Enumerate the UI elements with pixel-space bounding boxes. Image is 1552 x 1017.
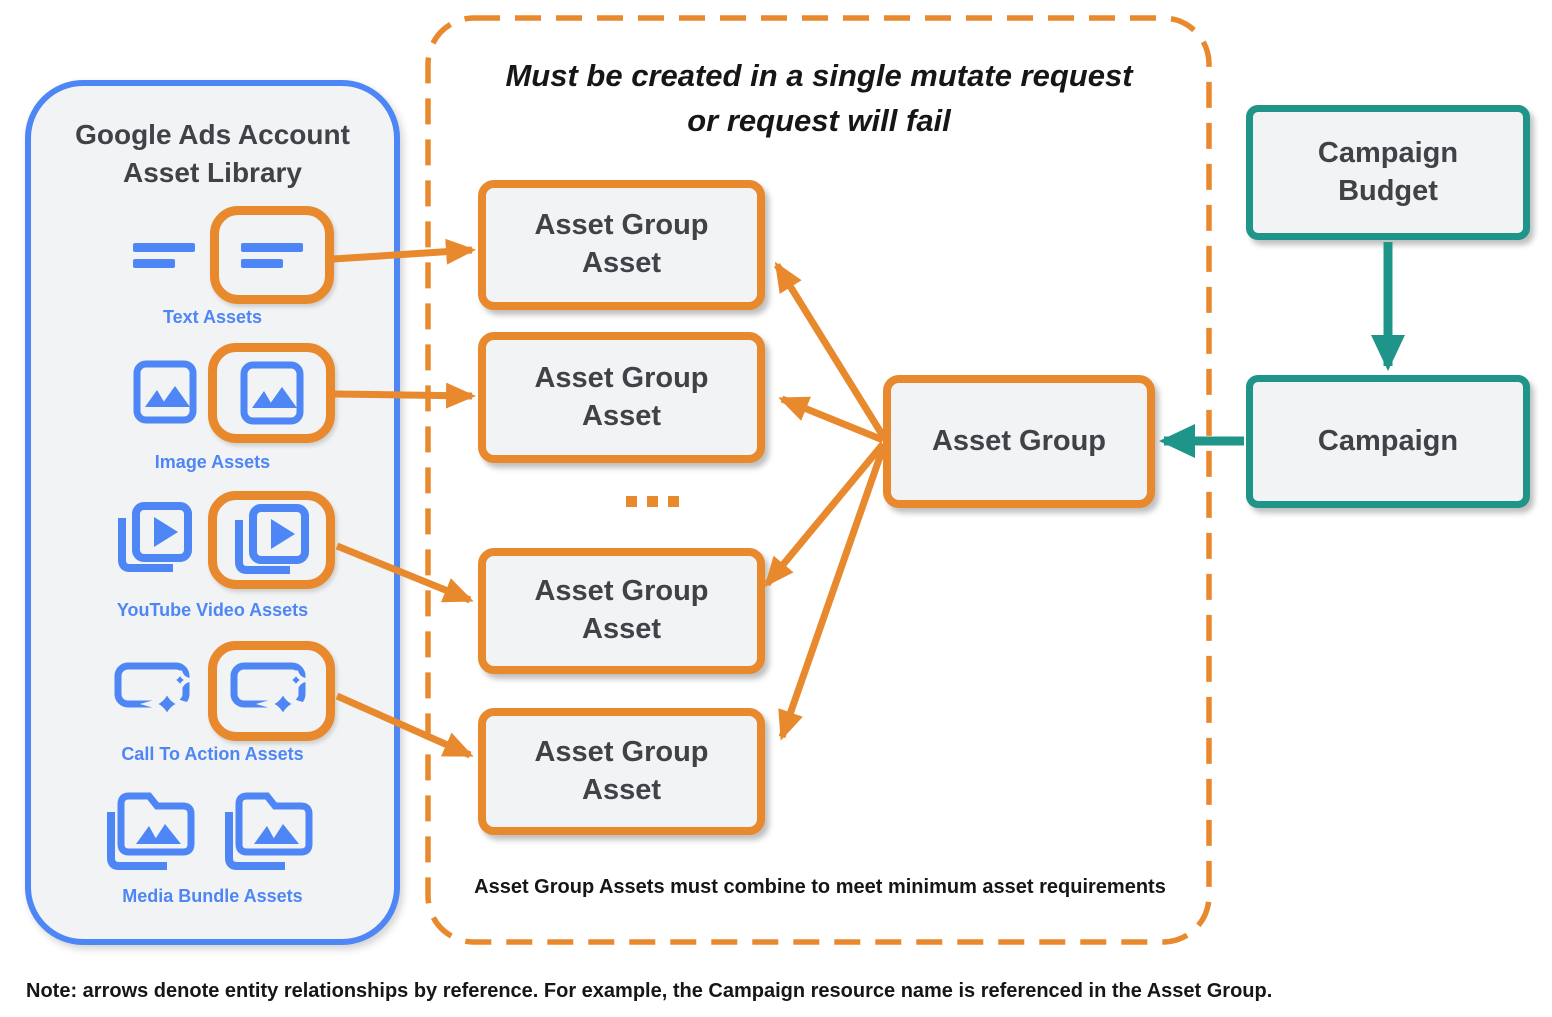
asset-group-box: Asset Group bbox=[883, 375, 1155, 508]
youtube-video-asset-icon bbox=[234, 504, 309, 574]
asset-library-title-line1: Google Ads Account bbox=[75, 119, 350, 150]
arrow-asset-group-to-box1 bbox=[774, 261, 886, 438]
asset-group-asset-label: Asset Group Asset bbox=[534, 361, 709, 432]
call-to-action-asset-icon bbox=[114, 662, 195, 724]
text-asset-icon bbox=[133, 243, 195, 268]
asset-group-asset-label: Asset Group Asset bbox=[534, 575, 709, 645]
youtube-video-assets-label: YouTube Video Assets bbox=[116, 600, 309, 620]
asset-group-asset-label: Asset Group Asset bbox=[534, 735, 709, 806]
media-bundle-asset-icon bbox=[225, 792, 313, 870]
arrow-asset-group-to-box3 bbox=[764, 441, 886, 588]
asset-group-asset-box-2: Asset Group Asset bbox=[478, 332, 765, 463]
footnote: Note: arrows denote entity relationships… bbox=[26, 980, 1273, 1002]
text-asset-icon bbox=[241, 243, 303, 268]
image-assets-label: Image Assets bbox=[154, 452, 271, 472]
image-asset-selected-ring bbox=[208, 343, 335, 443]
image-asset-icon bbox=[133, 360, 197, 424]
mutate-request-heading: Must be created in a single mutate reque… bbox=[445, 54, 1193, 144]
campaign-box: Campaign bbox=[1246, 375, 1530, 508]
image-asset-icon bbox=[240, 361, 303, 425]
asset-library-title-line2: Asset Library bbox=[123, 156, 302, 188]
text-asset-selected-ring bbox=[210, 206, 334, 304]
media-bundle-assets-label: Media Bundle Assets bbox=[122, 886, 303, 906]
youtube-video-asset-selected-ring bbox=[208, 491, 335, 589]
arrow-asset-group-to-box4 bbox=[778, 446, 887, 741]
arrow-asset-group-to-box2 bbox=[778, 395, 885, 444]
text-assets-label: Text Assets bbox=[162, 307, 263, 327]
asset-group-asset-box-4: Asset Group Asset bbox=[478, 708, 765, 835]
mutate-request-heading-line2: or request will fail bbox=[687, 102, 951, 138]
campaign-budget-box: Campaign Budget bbox=[1246, 105, 1530, 240]
call-to-action-asset-icon bbox=[230, 662, 310, 724]
ellipsis-icon bbox=[626, 496, 679, 507]
call-to-action-asset-selected-ring bbox=[208, 641, 335, 741]
asset-group-label: Asset Group bbox=[931, 424, 1107, 457]
minimum-requirements-caption: Asset Group Assets must combine to meet … bbox=[474, 876, 1166, 898]
asset-group-asset-box-3: Asset Group Asset bbox=[478, 548, 765, 674]
youtube-video-asset-icon bbox=[118, 502, 192, 572]
mutate-request-heading-line1: Must be created in a single mutate reque… bbox=[505, 58, 1133, 93]
asset-group-asset-box-1: Asset Group Asset bbox=[478, 180, 765, 310]
asset-group-asset-label: Asset Group Asset bbox=[534, 209, 709, 279]
asset-library-title: Google Ads Account Asset Library bbox=[25, 116, 400, 192]
campaign-budget-label: Campaign Budget bbox=[1317, 136, 1459, 207]
media-bundle-asset-icon bbox=[107, 792, 195, 870]
campaign-label: Campaign bbox=[1317, 424, 1459, 457]
call-to-action-assets-label: Call To Action Assets bbox=[121, 744, 304, 764]
